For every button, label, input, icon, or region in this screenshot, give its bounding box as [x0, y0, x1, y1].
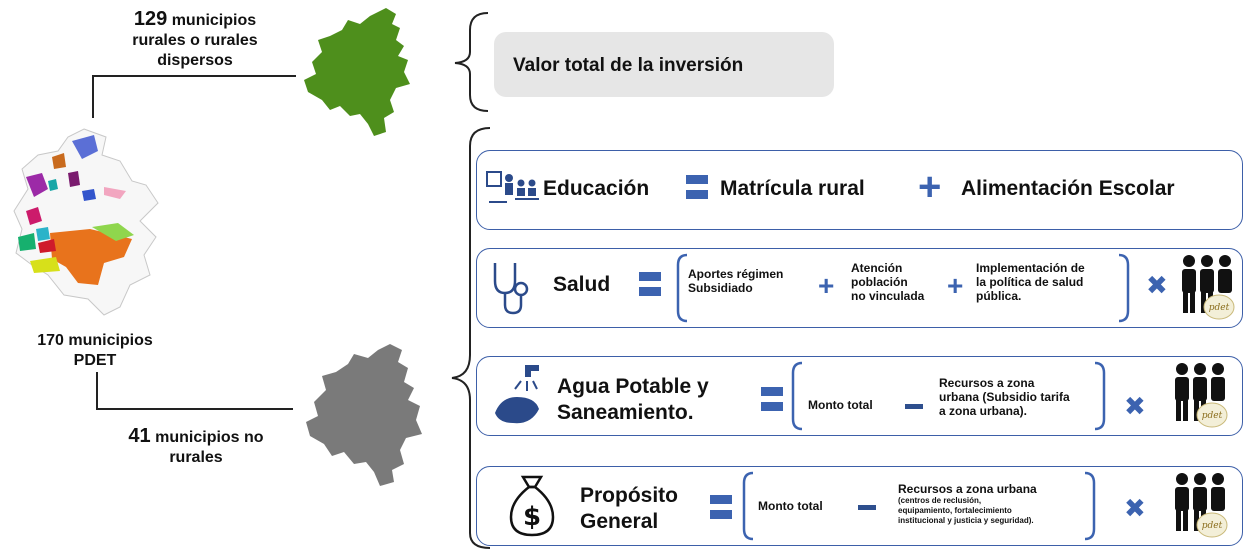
nonrural-municipalities-label: 41 municipios no rurales: [128, 425, 264, 466]
total-amount-term: Monto total: [758, 499, 823, 513]
total-investment-label: Valor total de la inversión: [513, 55, 744, 76]
svg-text:$: $: [523, 502, 541, 532]
equals-icon: [761, 387, 783, 417]
multiply-icon: ✖: [1124, 391, 1146, 421]
total-investment-box: Valor total de la inversión: [494, 32, 834, 97]
urban-resources-term: Recursos a zona urbana (centros de reclu…: [898, 482, 1037, 525]
close-bracket-icon: [1084, 471, 1096, 541]
rural-enrollment-term: Matrícula rural: [720, 177, 865, 200]
money-bag-icon: $: [509, 475, 555, 537]
education-label: Educación: [543, 177, 650, 200]
pdet-badge: pdet: [1202, 411, 1223, 421]
minus-icon: [858, 505, 876, 510]
open-bracket-icon: [791, 361, 803, 431]
multiply-icon: ✖: [1124, 493, 1146, 523]
equals-icon: [710, 495, 732, 525]
classroom-icon: [486, 171, 539, 203]
minus-icon: [905, 404, 923, 409]
total-amount-term: Monto total: [808, 398, 873, 412]
population-icon: pdet: [1175, 363, 1228, 428]
pdet-badge: pdet: [1209, 303, 1230, 313]
rural-count: 129: [133, 8, 168, 30]
equals-icon: [686, 175, 708, 205]
open-bracket-icon: [742, 471, 754, 541]
close-bracket-icon: [1118, 253, 1130, 323]
population-icon: pdet: [1175, 473, 1228, 538]
plus-icon: +: [947, 270, 964, 301]
plus-icon: +: [818, 270, 835, 301]
close-bracket-icon: [1094, 361, 1106, 431]
open-bracket-icon: [676, 253, 688, 323]
equals-icon: [639, 272, 661, 302]
pdet-regions-map: [13, 128, 159, 316]
education-panel: Educación Matrícula rural + Alimentación…: [476, 150, 1243, 230]
school-meals-term: Alimentación Escolar: [961, 177, 1175, 200]
rural-municipalities-label: 129 municipios rurales o rurales dispers…: [132, 8, 258, 69]
multiply-icon: ✖: [1146, 270, 1168, 300]
pdet-badge: pdet: [1202, 521, 1223, 531]
colombia-map-rural: [304, 8, 410, 136]
nonrural-count: 41: [128, 425, 151, 447]
plus-icon: +: [918, 165, 942, 209]
pdet-municipalities-label: 170 municipios PDET: [37, 332, 153, 369]
colombia-map-nonrural: [306, 344, 422, 486]
stethoscope-icon: [493, 263, 529, 315]
health-label: Salud: [553, 273, 611, 296]
handwashing-icon: [495, 365, 539, 424]
population-icon: pdet: [1182, 255, 1235, 320]
